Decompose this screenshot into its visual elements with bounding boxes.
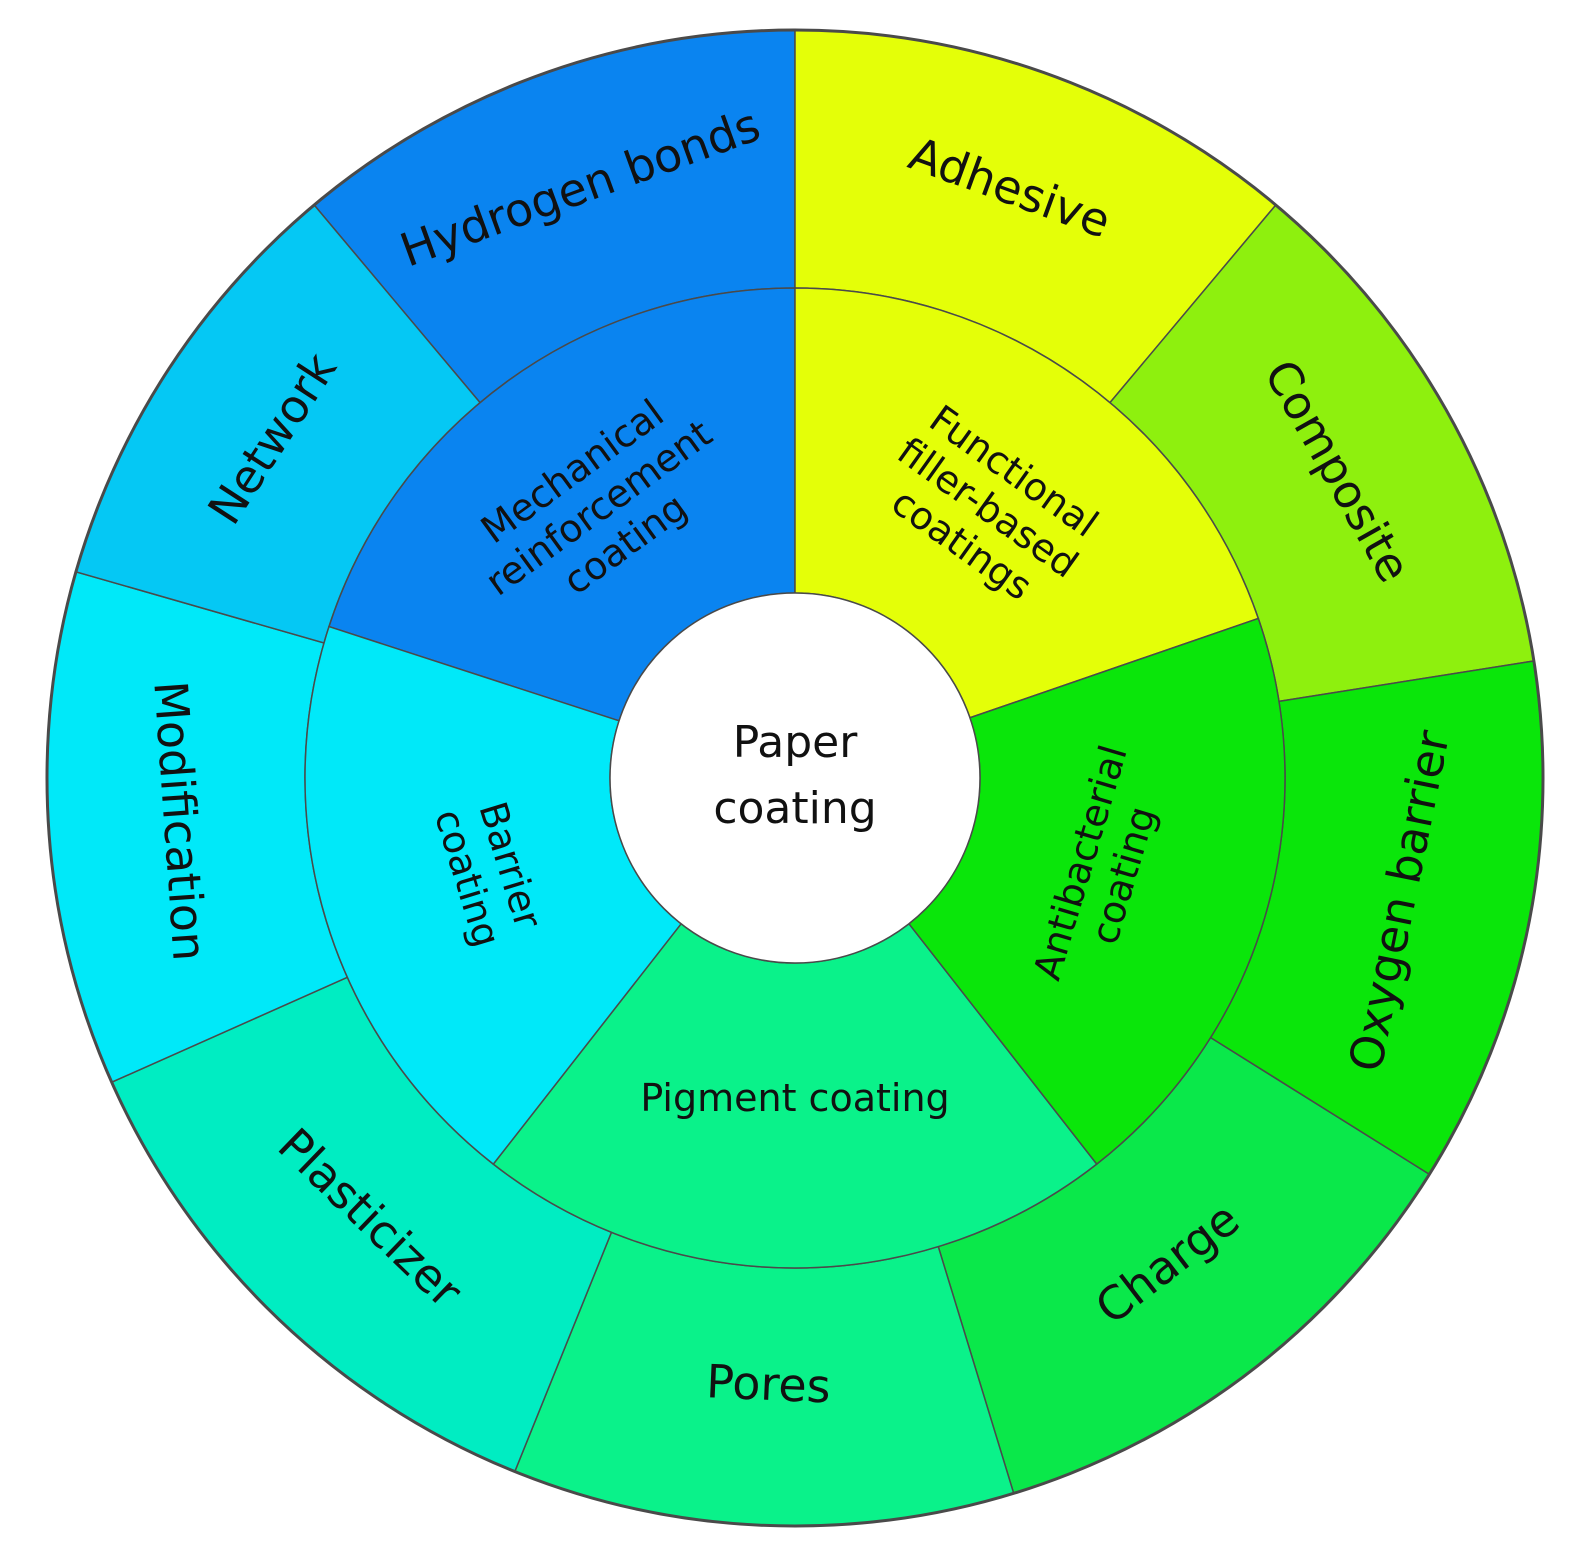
outer-border <box>45 28 1545 1528</box>
center-circle <box>609 592 981 964</box>
outer-ring <box>46 29 1544 1527</box>
outer-label-pores: Pores <box>705 1354 832 1413</box>
inner-label-pigment-coating: Pigment coating <box>640 1076 949 1120</box>
